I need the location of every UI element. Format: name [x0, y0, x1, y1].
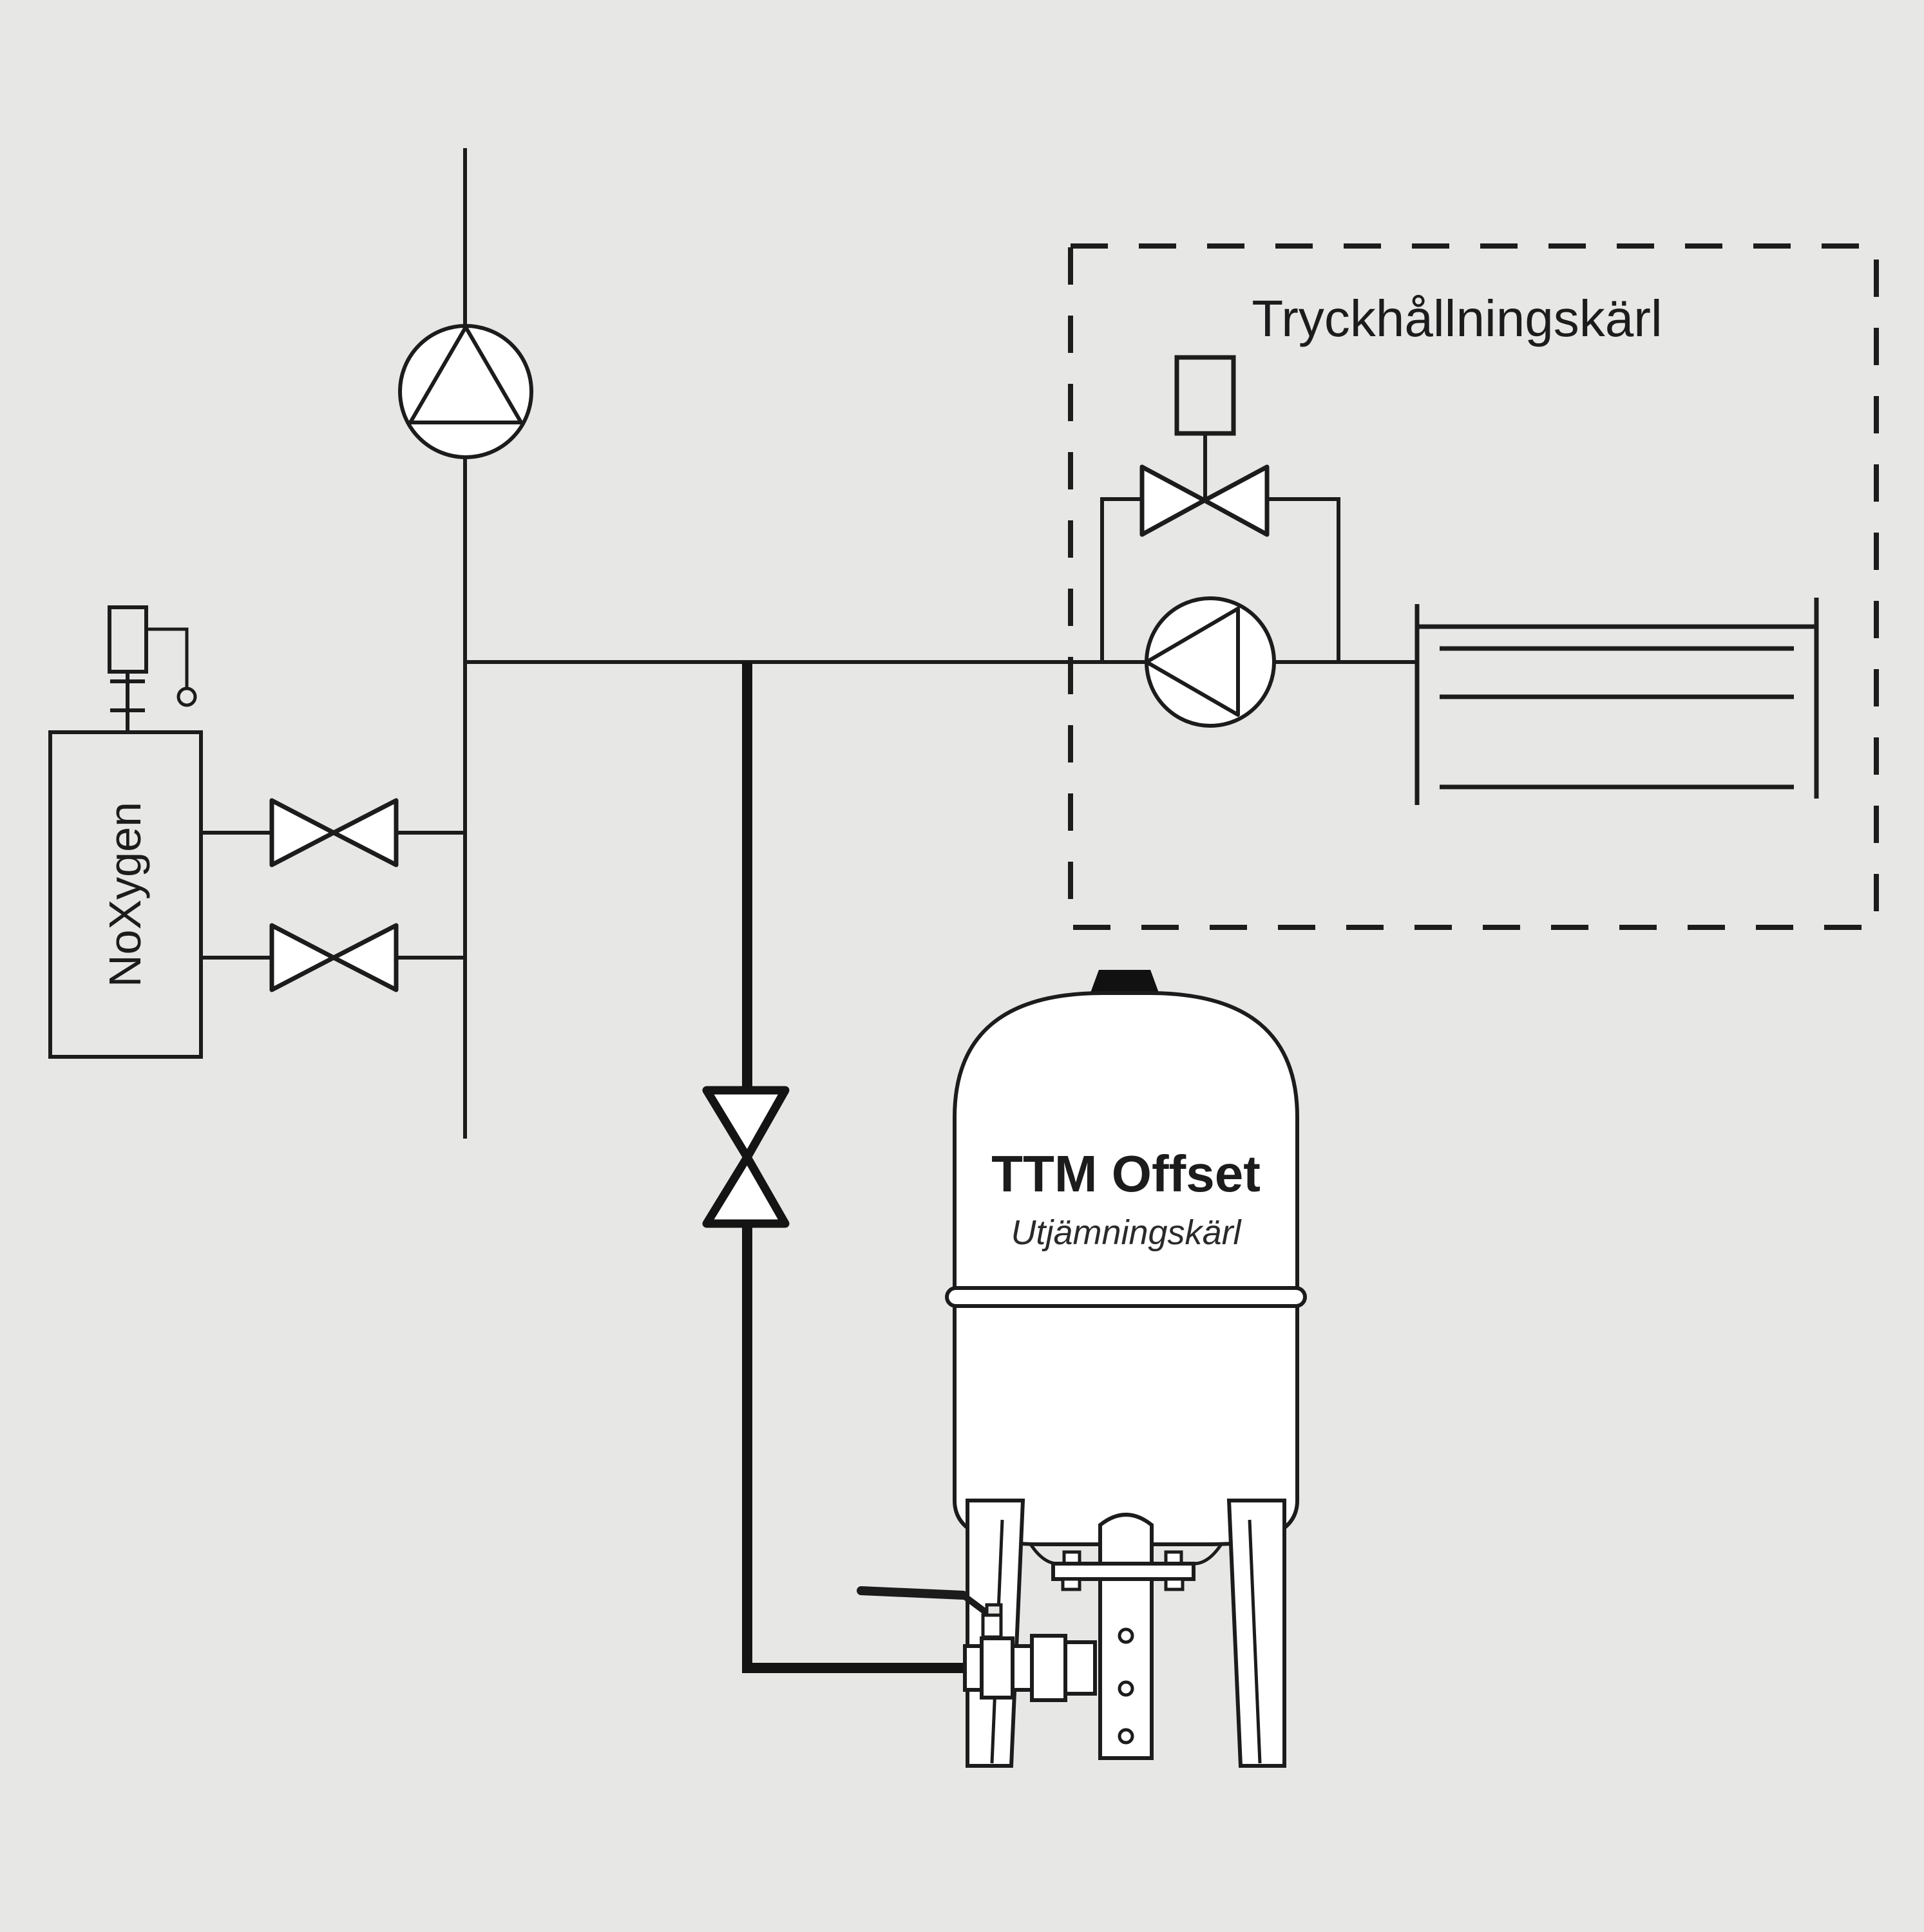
- ball-valve-drain-icon: [857, 1586, 1097, 1702]
- degasser-cabinet: [48, 730, 203, 1059]
- gate-valve-icon: [269, 923, 399, 992]
- degasser-label: NoXygen: [100, 802, 150, 987]
- tank-bracket-column: [1098, 1513, 1154, 1760]
- degasser-unit: NoXygen: [48, 605, 399, 1059]
- circulation-pump-icon: [398, 324, 533, 459]
- heat-exchanger-icon: [1414, 598, 1819, 805]
- valve-actuator: [1174, 355, 1236, 436]
- tank-bracket-bar: [1051, 1562, 1195, 1581]
- actuated-control-valve-icon: [1139, 355, 1270, 537]
- shutoff-valve-icon: [702, 1086, 790, 1228]
- gate-valve-icon: [269, 798, 399, 867]
- tank-seam-band: [945, 1286, 1307, 1308]
- expansion-tank-icon: TTM Offset Utjämningskärl: [857, 970, 1307, 1768]
- pressure-unit-title: Tryckhållningskärl: [1252, 290, 1662, 347]
- sensor-probe-icon: [108, 605, 197, 732]
- tank-name-label: TTM Offset: [991, 1145, 1261, 1202]
- tank-stand: [966, 1499, 1286, 1768]
- expansion-line: [742, 662, 967, 1673]
- tank-air-valve-cap: [1090, 970, 1159, 994]
- tank-body: [953, 991, 1299, 1546]
- tank-leg-right: [1226, 1499, 1286, 1768]
- bypass-pipe: [1100, 497, 1340, 662]
- valve-handle: [857, 1586, 967, 1600]
- circulation-pump-icon: [1145, 596, 1276, 728]
- tank-subtitle-label: Utjämningskärl: [1011, 1213, 1242, 1252]
